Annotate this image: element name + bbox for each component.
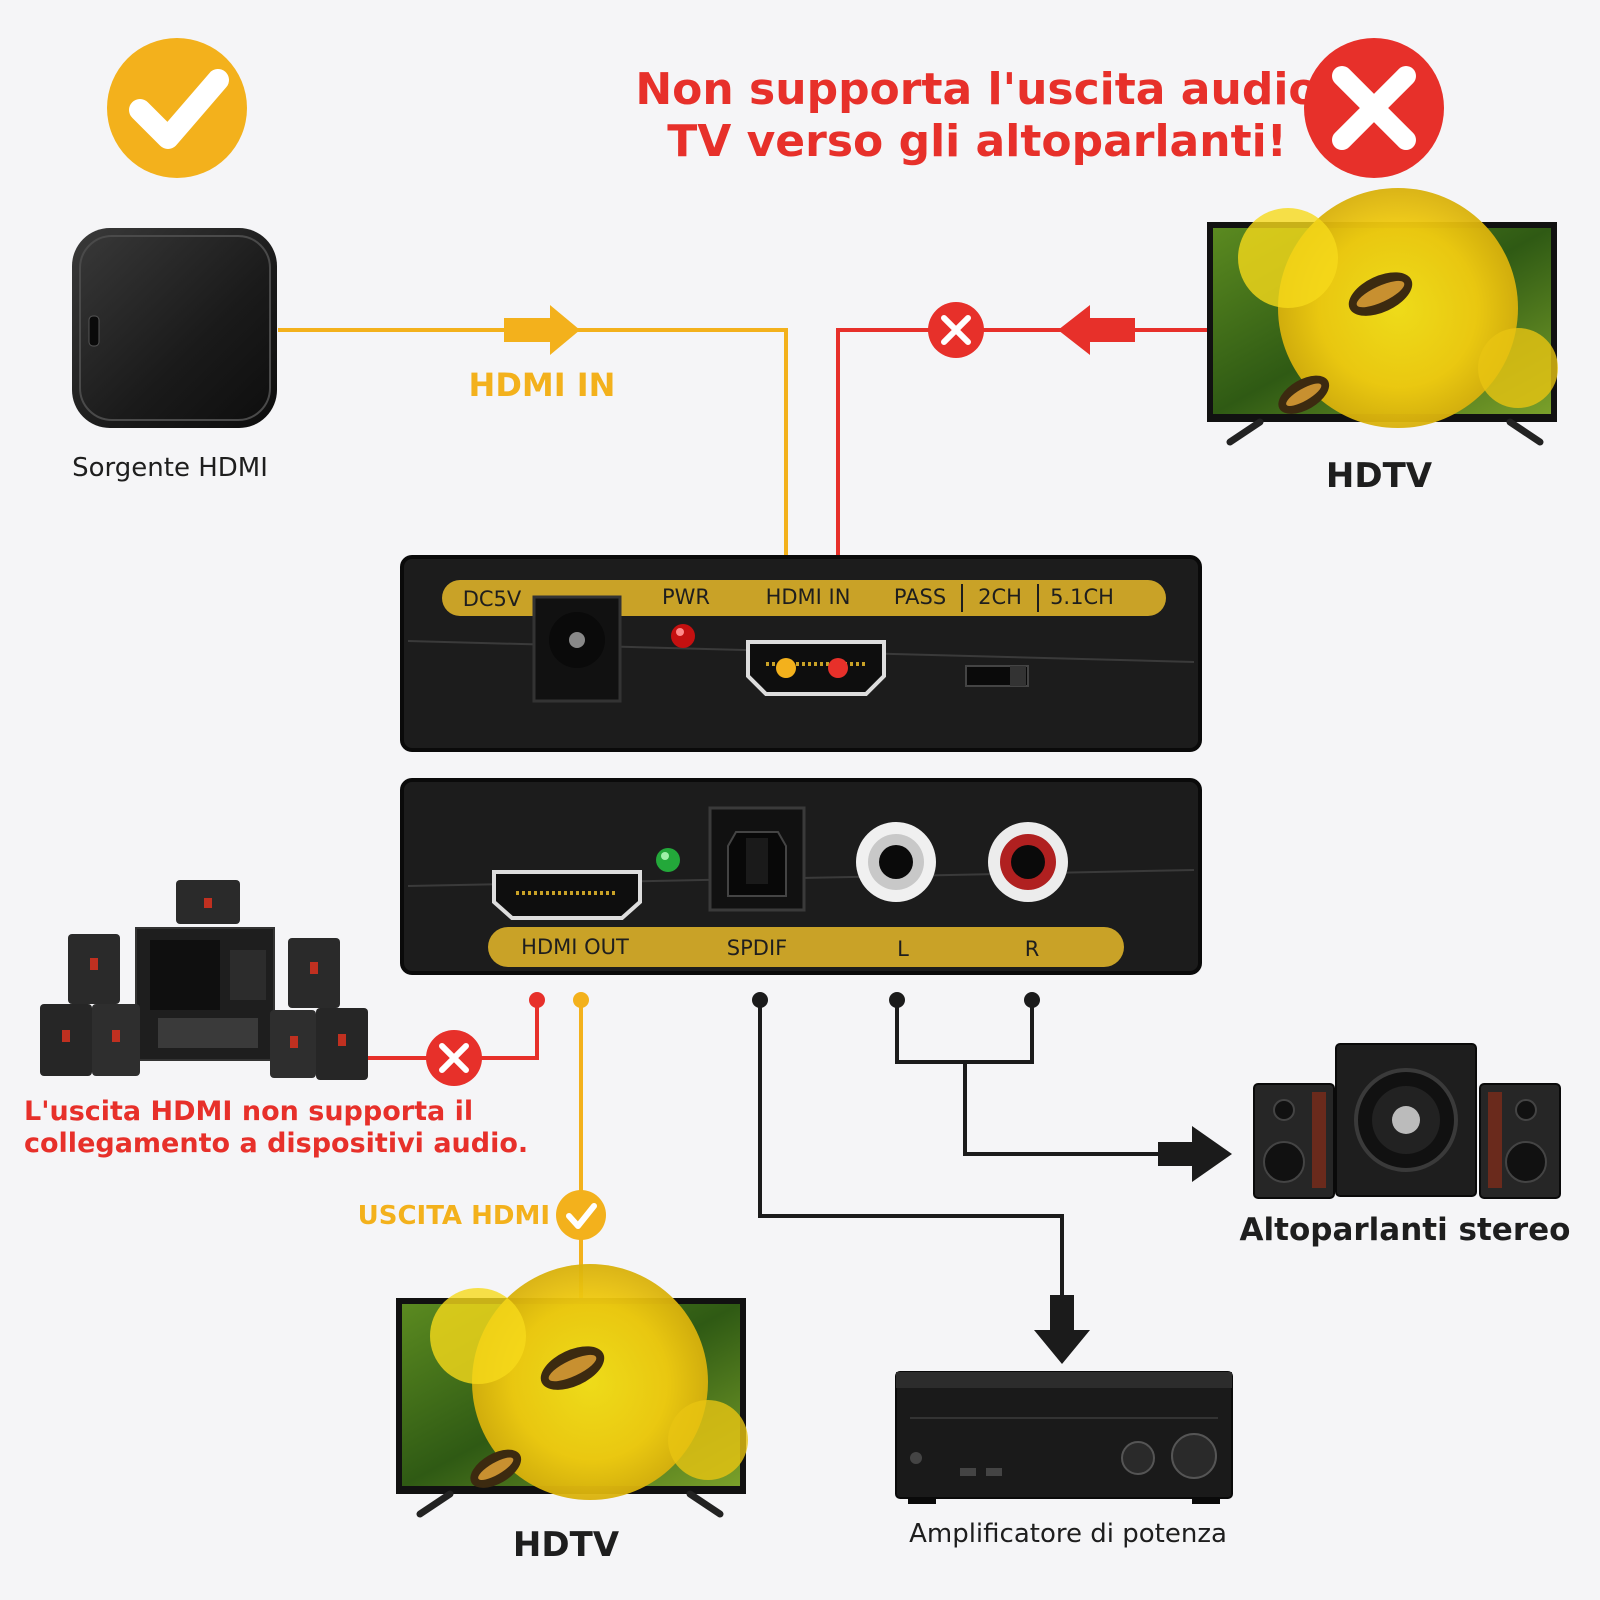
panel-left-label: L xyxy=(897,937,909,961)
panel-pwr-label: PWR xyxy=(662,585,710,609)
warning-title-line-2: TV verso gli altoparlanti! xyxy=(667,116,1287,167)
source-label: Sorgente HDMI xyxy=(72,453,268,483)
panel-2ch-label: 2CH xyxy=(978,585,1022,609)
hdmi-source-device xyxy=(72,228,277,428)
home-theater-device xyxy=(40,880,368,1080)
amplifier-device xyxy=(895,1371,1233,1504)
rca-speaker-line xyxy=(889,992,1232,1182)
hdmi-out-warning-line-2: collegamento a dispositivi audio. xyxy=(24,1128,528,1159)
hdmi-out-label: USCITA HDMI xyxy=(358,1201,550,1231)
panel-pass-label: PASS xyxy=(894,585,946,609)
no-cross-icon xyxy=(1304,38,1444,178)
converter-back-panel xyxy=(400,778,1202,975)
ok-check-icon xyxy=(107,38,247,178)
panel-hdmi-out-label: HDMI OUT xyxy=(521,935,629,959)
ok-check-icon-small xyxy=(556,1190,606,1240)
stereo-speakers-device xyxy=(1253,1043,1561,1199)
hdmi-out-audio-line xyxy=(366,992,545,1060)
blocked-cross-icon-2 xyxy=(426,1030,482,1086)
panel-right-label: R xyxy=(1025,937,1040,961)
panel-dc5v-label: DC5V xyxy=(463,587,522,611)
panel-hdmi-in-label: HDMI IN xyxy=(766,585,851,609)
hdtv-bottom-label: HDTV xyxy=(513,1525,620,1565)
hdtv-bottom-device xyxy=(396,1264,748,1518)
panel-51ch-label: 5.1CH xyxy=(1050,585,1114,609)
speakers-label: Altoparlanti stereo xyxy=(1240,1212,1571,1248)
spdif-amplifier-line xyxy=(752,992,1090,1364)
blocked-cross-icon xyxy=(928,302,984,358)
hdtv-top-label: HDTV xyxy=(1326,456,1433,496)
hdmi-out-tv-line xyxy=(573,992,589,1298)
warning-title-line-1: Non supporta l'uscita audio xyxy=(635,64,1318,115)
converter-front-panel xyxy=(400,555,1202,752)
hdmi-out-warning-line-1: L'uscita HDMI non supporta il xyxy=(24,1096,473,1127)
hdmi-in-label: HDMI IN xyxy=(469,366,616,404)
hdtv-top-device xyxy=(1207,188,1558,446)
panel-spdif-label: SPDIF xyxy=(727,936,787,960)
amplifier-label: Amplificatore di potenza xyxy=(909,1519,1227,1549)
